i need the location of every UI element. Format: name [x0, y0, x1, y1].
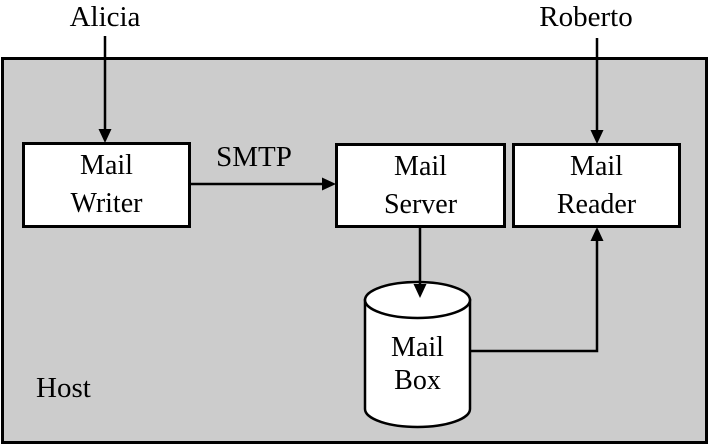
- actor-label-roberto: Roberto: [539, 1, 633, 33]
- node-mail-server: Mail Server: [335, 143, 506, 228]
- mail-box-label: Mail Box: [391, 332, 444, 396]
- mail-reader-label: Mail Reader: [556, 150, 637, 220]
- mail-server-label: Mail Server: [383, 150, 458, 220]
- node-mail-writer: Mail Writer: [22, 142, 191, 228]
- node-mail-reader: Mail Reader: [512, 143, 681, 228]
- host-label: Host: [36, 372, 91, 404]
- edge-label-smtp: SMTP: [216, 141, 292, 173]
- actor-label-alicia: Alicia: [69, 1, 141, 33]
- mail-writer-label: Mail Writer: [70, 150, 143, 219]
